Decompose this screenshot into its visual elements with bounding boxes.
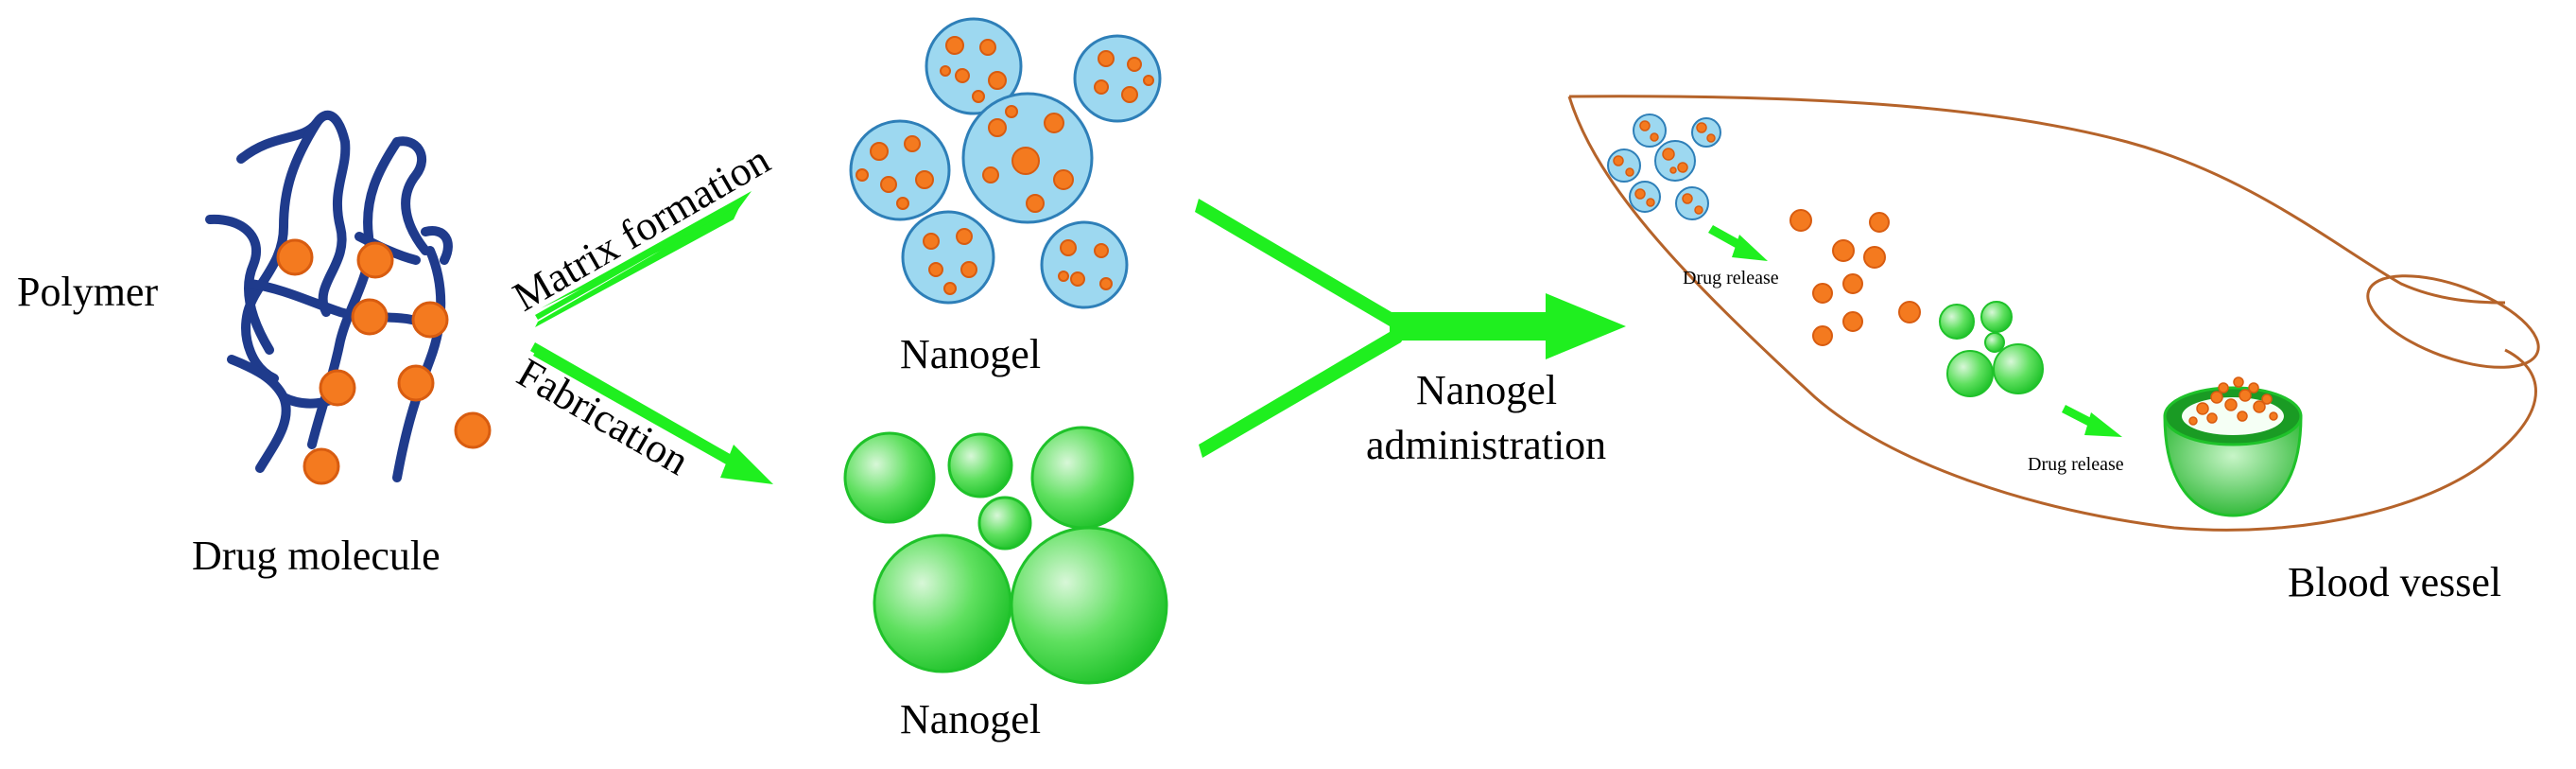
drug-release-label-2: Drug release	[2028, 454, 2124, 475]
fabrication-label: Fabrication	[510, 349, 697, 484]
loaded-nanogel	[961, 92, 1094, 224]
loaded-nanogel	[1073, 34, 1162, 123]
empty-nanogel	[843, 431, 936, 524]
releasing-nanogel	[2163, 376, 2303, 517]
loaded-nanogel	[925, 17, 1023, 115]
nanogel-administration-label-line1: Nanogel	[1416, 367, 1557, 413]
empty-nanogel	[977, 496, 1032, 551]
empty-nanogel	[947, 432, 1013, 498]
nanogel-bottom-label: Nanogel	[900, 696, 1041, 743]
vessel-empty-nanogels	[1939, 301, 2044, 397]
drug-release-arrow-2	[2062, 405, 2122, 437]
arrow-matrix-formation	[535, 191, 752, 327]
empty-nanogel	[1030, 426, 1134, 530]
empty-nanogel	[873, 533, 1012, 673]
empty-nanogel	[1010, 526, 1168, 685]
loaded-nanogel	[849, 119, 951, 221]
loaded-nanogel	[901, 210, 995, 305]
polymer-label: Polymer	[17, 269, 158, 315]
drug-release-label-1: Drug release	[1683, 268, 1779, 288]
arrow-fabrication	[530, 342, 773, 484]
polymer-network	[205, 110, 453, 482]
empty-nanogel-cluster	[843, 426, 1168, 685]
nanogel-administration-label-line2: administration	[1366, 422, 1606, 468]
arrow-nanogel-administration	[1195, 199, 1626, 458]
blood-vessel	[1567, 95, 2540, 532]
vessel-loaded-nanogels	[1607, 114, 1721, 220]
released-drug-molecules	[1789, 209, 1921, 346]
loaded-nanogel	[1040, 220, 1129, 309]
drug-molecules-polymer	[276, 238, 492, 485]
drug-release-arrow-1	[1708, 225, 1768, 261]
drug-molecule-label: Drug molecule	[192, 533, 441, 579]
nanogel-top-label: Nanogel	[900, 331, 1041, 377]
blood-vessel-label: Blood vessel	[2288, 559, 2501, 605]
drug-loaded-nanogel-cluster	[849, 17, 1162, 309]
matrix-formation-label: Matrix formation	[506, 136, 778, 321]
